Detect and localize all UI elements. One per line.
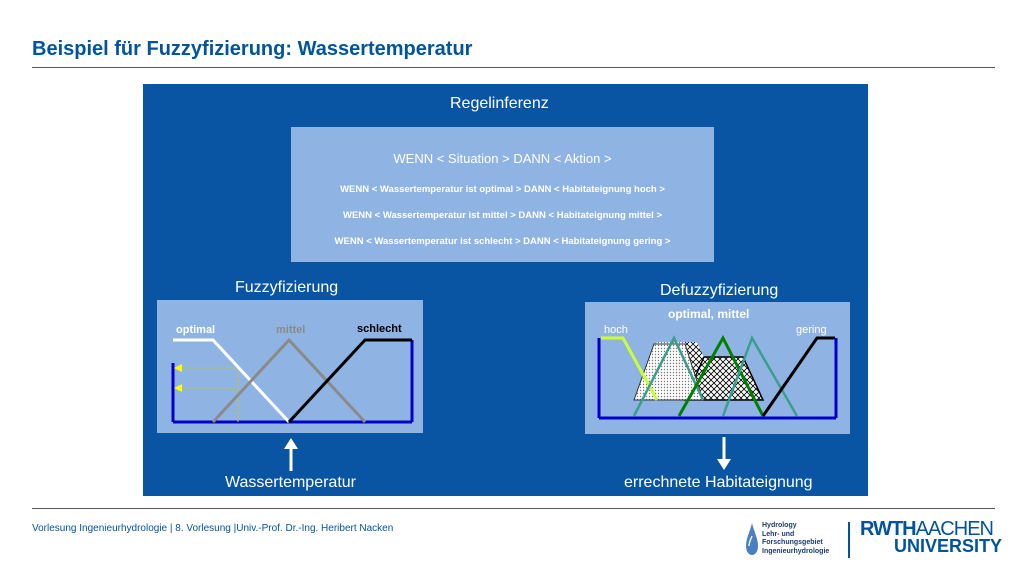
university-text: UNIVERSITY bbox=[894, 536, 1003, 556]
top-divider bbox=[32, 67, 995, 68]
output-arrow bbox=[717, 437, 731, 470]
marker-arrow-1 bbox=[174, 364, 182, 372]
schlecht-curve bbox=[287, 338, 412, 424]
mittel-curve bbox=[211, 337, 367, 424]
institute-line-4: Ingenieurhydrologie bbox=[762, 547, 830, 555]
rules-box: WENN < Situation > DANN < Aktion > WENN … bbox=[291, 127, 714, 262]
label-mittel: mittel bbox=[276, 324, 305, 336]
diagram-panel: Regelinferenz WENN < Situation > DANN < … bbox=[143, 84, 868, 496]
rule-1: WENN < Wassertemperatur ist optimal > DA… bbox=[340, 184, 665, 195]
marker-arrow-2 bbox=[174, 384, 182, 392]
label-schlecht: schlecht bbox=[357, 323, 402, 335]
hoch-curve bbox=[601, 336, 659, 401]
fuzzy-plot: optimal mittel schlecht bbox=[157, 300, 423, 433]
optimal-curve bbox=[173, 338, 291, 424]
triangle-1 bbox=[632, 335, 705, 417]
footer-text: Vorlesung Ingenieurhydrologie | 8. Vorle… bbox=[32, 523, 394, 534]
institute-line-1: Hydrology bbox=[762, 522, 797, 529]
institute-line-2: Lehr- und bbox=[762, 530, 795, 538]
defuzzy-title: optimal, mittel bbox=[668, 307, 749, 321]
fuzzyfizierung-label: Fuzzyfizierung bbox=[235, 279, 339, 296]
rule-2: WENN < Wassertemperatur ist mittel > DAN… bbox=[342, 210, 662, 221]
water-drop-icon bbox=[746, 523, 758, 555]
institute-logo: Hydrology Lehr- und Forschungsgebiet Ing… bbox=[745, 520, 835, 560]
defuzzy-plot: optimal, mittel hoch gering bbox=[585, 302, 850, 434]
regelinferenz-label: Regelinferenz bbox=[450, 95, 549, 112]
logo-separator bbox=[848, 522, 850, 558]
rules-header: WENN < Situation > DANN < Aktion > bbox=[393, 151, 612, 166]
bottom-divider bbox=[32, 508, 995, 509]
label-optimal: optimal bbox=[176, 324, 215, 336]
label-hoch: hoch bbox=[604, 324, 628, 336]
aachen-text: AACHEN bbox=[915, 518, 994, 540]
institute-line-3: Forschungsgebiet bbox=[762, 539, 823, 546]
slide-title: Beispiel für Fuzzyfizierung: Wassertempe… bbox=[32, 38, 473, 60]
rwth-logo: RWTHAACHEN UNIVERSITY bbox=[860, 518, 1003, 556]
triangle-2 bbox=[677, 334, 765, 417]
rule-3: WENN < Wassertemperatur ist schlecht > D… bbox=[334, 236, 671, 247]
rwth-text: RWTH bbox=[860, 518, 917, 540]
defuzzyfizierung-label: Defuzzyfizierung bbox=[660, 282, 779, 299]
label-gering: gering bbox=[796, 324, 827, 336]
gering-curve bbox=[761, 336, 835, 417]
wassertemperatur-label: Wassertemperatur bbox=[225, 474, 356, 491]
input-arrow bbox=[284, 438, 298, 471]
habitateignung-label: errechnete Habitateignung bbox=[624, 474, 813, 491]
